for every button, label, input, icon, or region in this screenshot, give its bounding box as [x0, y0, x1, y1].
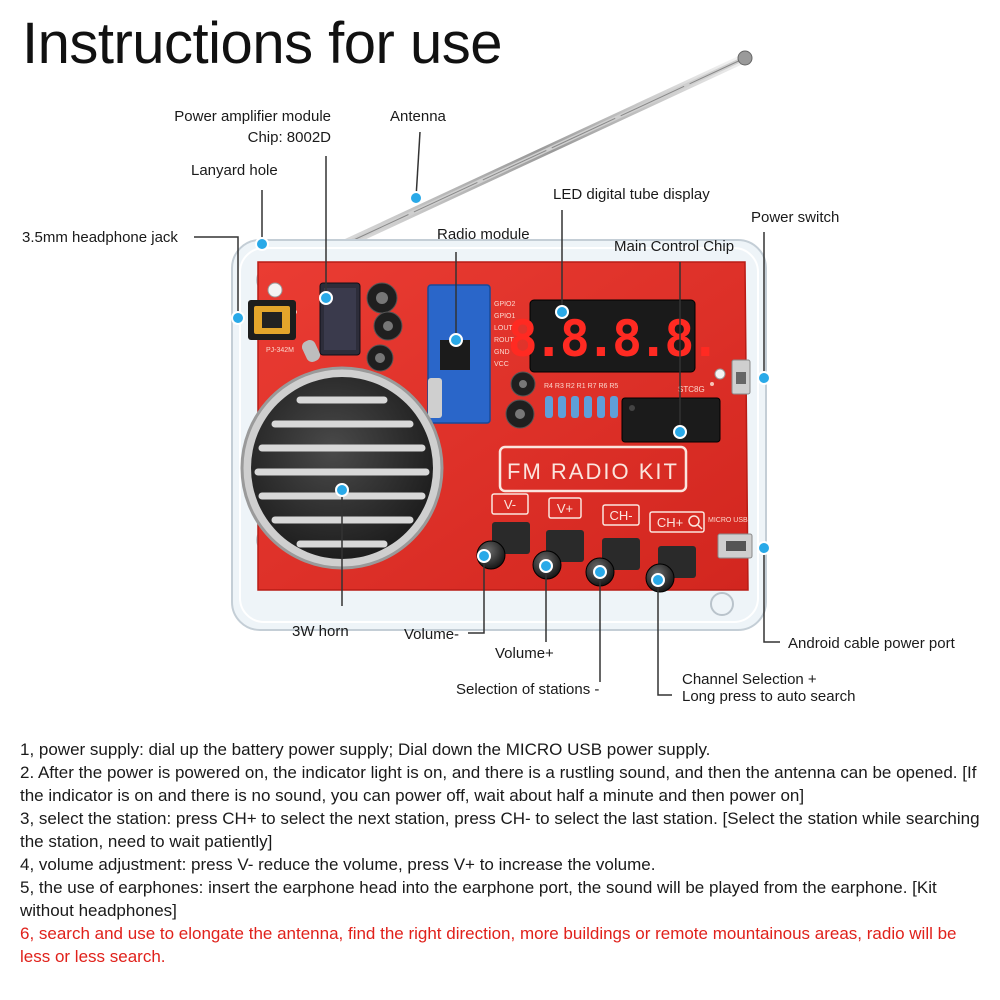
label-main-chip: Main Control Chip — [614, 238, 734, 255]
label-volume-plus: Volume+ — [495, 645, 554, 662]
instruction-6-warning: 6, search and use to elongate the antenn… — [20, 924, 957, 966]
instruction-3: 3, select the station: press CH+ to sele… — [20, 809, 980, 851]
resistor-labels: R4 R3 R2 R1 R7 R6 R5 — [544, 383, 618, 390]
label-power-switch: Power switch — [751, 209, 839, 226]
capacitors — [366, 282, 536, 429]
instruction-4: 4, volume adjustment: press V- reduce th… — [20, 855, 656, 874]
label-antenna: Antenna — [390, 108, 447, 125]
jack-silkscreen: PJ-342M — [266, 347, 294, 354]
kit-nameplate: FM RADIO KIT — [498, 445, 688, 493]
radio-module: GPIO2 GPIO1 LOUT ROUT GND VCC — [427, 284, 516, 424]
main-control-chip: STC8G — [621, 385, 721, 443]
chip-silkscreen: STC8G — [678, 385, 705, 394]
label-amp-chip: Chip: 8002D — [248, 129, 332, 146]
btn-label-v-minus: V- — [504, 497, 516, 512]
page-title: Instructions for use — [22, 11, 503, 76]
callout-markers — [231, 191, 771, 587]
label-radio-module: Radio module — [437, 226, 530, 243]
label-led-display: LED digital tube display — [553, 186, 710, 203]
pin-label-6: VCC — [494, 361, 509, 368]
label-volume-minus: Volume- — [404, 626, 459, 643]
label-usb-port: Android cable power port — [788, 635, 956, 652]
micro-usb-port: MICRO USB — [708, 517, 753, 559]
instruction-2: 2. After the power is powered on, the in… — [20, 763, 977, 805]
usb-silkscreen: MICRO USB — [708, 517, 748, 524]
instructions-list: 1, power supply: dial up the battery pow… — [20, 738, 980, 968]
pin-label-3: LOUT — [494, 325, 513, 332]
callout-lines — [194, 131, 780, 696]
pin-label-1: GPIO2 — [494, 301, 516, 308]
push-buttons — [476, 522, 696, 593]
label-headphone-jack: 3.5mm headphone jack — [22, 229, 178, 246]
resistor-row: R4 R3 R2 R1 R7 R6 R5 — [544, 383, 618, 418]
instruction-1: 1, power supply: dial up the battery pow… — [20, 740, 711, 759]
headphone-jack: PJ-342M — [248, 300, 296, 354]
label-station-minus: Selection of stations - — [456, 681, 599, 698]
label-auto-search: Long press to auto search — [682, 688, 855, 705]
label-power-amplifier: Power amplifier module — [174, 108, 331, 125]
label-channel-plus: Channel Selection + — [682, 671, 817, 688]
display-digits: 8.8.8.8. — [508, 310, 717, 368]
btn-label-v-plus: V+ — [557, 501, 573, 516]
instruction-5: 5, the use of earphones: insert the earp… — [20, 878, 937, 920]
pin-label-2: GPIO1 — [494, 313, 516, 320]
search-icon — [688, 515, 700, 527]
product-diagram: PJ-342M GPIO2 GPIO1 LOUT ROUT GND VCC 8.… — [22, 50, 956, 705]
label-horn: 3W horn — [292, 623, 349, 640]
led-digital-display: 8.8.8.8. — [508, 299, 720, 373]
speaker — [240, 366, 444, 570]
btn-label-ch-minus: CH- — [609, 508, 632, 523]
antenna — [340, 50, 753, 249]
pin-label-4: ROUT — [494, 337, 515, 344]
button-silkscreen: V- V+ CH- CH+ — [491, 493, 705, 533]
btn-label-ch-plus: CH+ — [657, 515, 683, 530]
pin-label-5: GND — [494, 349, 510, 356]
label-lanyard-hole: Lanyard hole — [191, 162, 278, 179]
kit-name: FM RADIO KIT — [507, 459, 679, 484]
power-switch — [731, 359, 751, 395]
